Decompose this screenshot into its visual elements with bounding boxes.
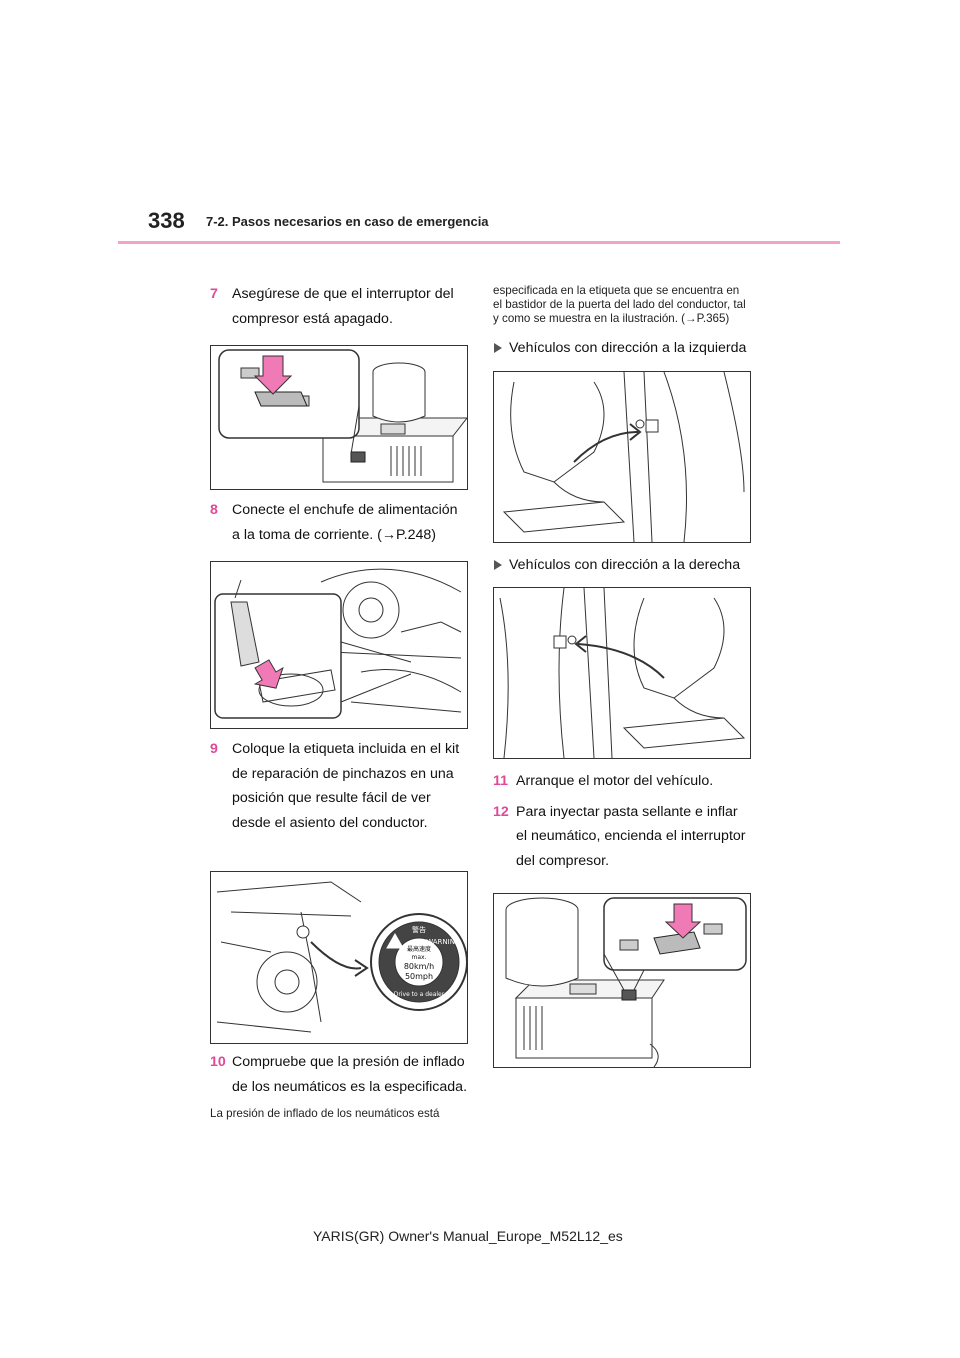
speed-label-jp: 最高速度	[407, 945, 431, 953]
step-number: 12	[493, 803, 509, 820]
triangle-bullet-icon	[494, 559, 502, 570]
step-text: Coloque la etiqueta incluida en el kit d…	[232, 741, 460, 831]
right-column: especificada en la etiqueta que se encue…	[493, 284, 751, 1068]
warning-label-jp: 警告	[412, 925, 426, 934]
page-number: 338	[148, 208, 185, 233]
step-8: 8 Conecte el enchufe de alimentación a l…	[210, 498, 468, 547]
footer-manual-id: YARIS(GR) Owner's Manual_Europe_M52L12_e…	[313, 1228, 623, 1244]
figure-compressor-switch-off	[210, 345, 468, 490]
step-11: 11 Arranque el motor del vehículo.	[493, 769, 751, 794]
step-number: 9	[210, 741, 218, 757]
warning-label-en: / WARNING	[422, 938, 461, 946]
condition-lhd: Vehículos con dirección a la izquierda	[493, 336, 751, 361]
condition-rhd: Vehículos con dirección a la derecha	[493, 553, 751, 578]
left-column: 7 Asegúrese de que el interruptor del co…	[210, 282, 468, 1121]
figure-door-label-lhd	[493, 370, 751, 543]
step-9: 9 Coloque la etiqueta incluida en el kit…	[210, 737, 468, 835]
step-number: 10	[210, 1054, 226, 1070]
figure-power-plug	[210, 561, 468, 729]
max-label: max.	[412, 954, 427, 961]
figure-door-label-rhd	[493, 587, 751, 759]
mph-value: 50mph	[405, 972, 433, 981]
condition-text: Vehículos con dirección a la izquierda	[509, 340, 747, 356]
step-text: Conecte el enchufe de alimentación a la …	[232, 502, 458, 543]
section-title: 7-2. Pasos necesarios en caso de emergen…	[206, 214, 489, 229]
step-text: Arranque el motor del vehículo.	[516, 773, 714, 789]
figure-compressor-switch-on	[493, 893, 751, 1068]
step-number: 8	[210, 502, 218, 518]
step-text: Compruebe que la presión de inflado de l…	[232, 1054, 468, 1095]
step-12: 12 Para inyectar pasta sellante e inflar…	[493, 800, 751, 874]
step-number: 11	[493, 773, 508, 789]
step-7: 7 Asegúrese de que el interruptor del co…	[210, 282, 468, 331]
figure-warning-label: 警告 / WARNING 最高速度 max. 80km/h 50mph Driv…	[210, 871, 468, 1044]
step-text: Asegúrese de que el interruptor del comp…	[232, 286, 454, 327]
header-rule	[118, 241, 840, 244]
step-number: 7	[210, 286, 218, 302]
step-text: Para inyectar pasta sellante e inflar el…	[516, 803, 746, 869]
step-10-note-part-2: especificada en la etiqueta que se encue…	[493, 284, 746, 325]
triangle-bullet-icon	[494, 343, 502, 353]
drive-dealer-text: Drive to a dealer	[394, 991, 445, 998]
condition-text: Vehículos con dirección a la derecha	[509, 556, 741, 573]
step-10: 10 Compruebe que la presión de inflado d…	[210, 1050, 468, 1099]
kmh-value: 80km/h	[404, 962, 434, 971]
step-10-note-part-1: La presión de inflado de los neumáticos …	[210, 1107, 440, 1120]
